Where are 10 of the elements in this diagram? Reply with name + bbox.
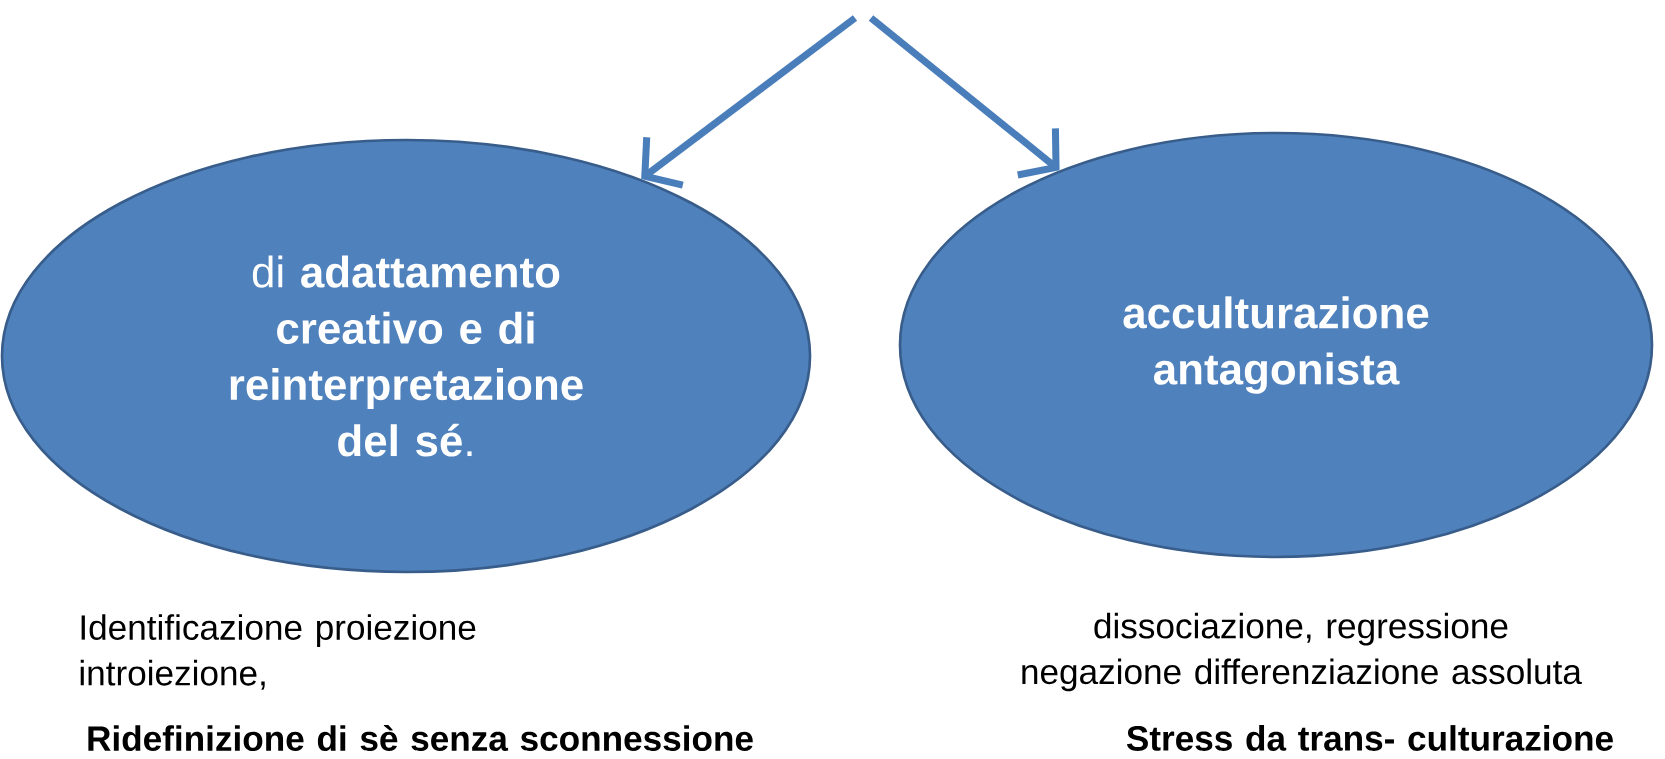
arrow [641,15,858,189]
arrow [868,15,1060,179]
ellipse-text: di adattamento creativo e di reinterpretazione del sé. [230,255,583,457]
note-text: Stress da trans- culturazione [1126,725,1613,751]
note-text: dissociazione, regressione negazione differenziazione assoluta [1022,612,1582,692]
note-text: Identificazione proiezione introiezione, [80,614,476,690]
ellipse [898,131,1654,559]
note-text: Ridefinizione di sè senza sconnessione [88,724,753,752]
ellipse-text: acculturazione antagonista [1123,296,1429,394]
ellipse [0,138,812,574]
